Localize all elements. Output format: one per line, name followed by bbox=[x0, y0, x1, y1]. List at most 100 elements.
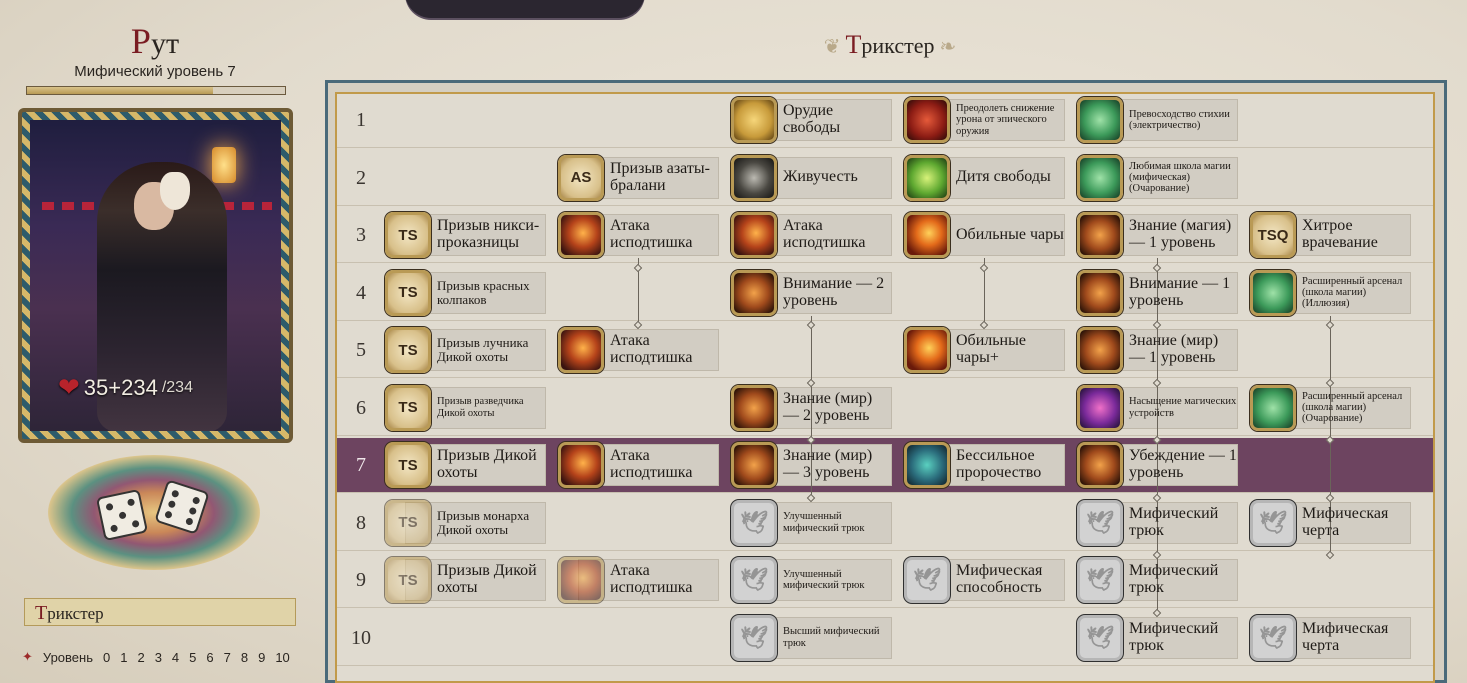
ability-cell[interactable]: 🕊Улучшенный мифический трюк bbox=[731, 499, 892, 546]
ability-cell[interactable]: Атака исподтишка bbox=[558, 327, 719, 373]
row-level-number: 1 bbox=[356, 109, 366, 131]
ability-label: Улучшенный мифический трюк bbox=[783, 568, 865, 591]
ability-cell[interactable]: Насыщение магических устройств bbox=[1077, 384, 1238, 431]
ornament-right-icon: ❧ bbox=[934, 36, 957, 58]
ability-label: Мифическая черта bbox=[1302, 504, 1389, 539]
summon-icon: TS bbox=[385, 269, 431, 316]
mythic-dove-icon: 🕊 bbox=[731, 499, 777, 546]
ability-label: Мифический трюк bbox=[1129, 504, 1219, 539]
ability-label: Атака исподтишка bbox=[610, 217, 693, 251]
mythic-dove-icon: 🕊 bbox=[904, 557, 950, 603]
ability-cell[interactable]: 🕊Улучшенный мифический трюк bbox=[731, 557, 892, 603]
ability-cell[interactable]: Обильные чары+ bbox=[904, 327, 1065, 373]
ability-cell[interactable]: Убеждение — 1 уровень bbox=[1077, 442, 1238, 488]
row-level-number: 3 bbox=[356, 224, 366, 246]
axe-icon bbox=[904, 97, 950, 143]
row-level-number: 10 bbox=[351, 626, 371, 649]
ability-cell[interactable]: Внимание — 1 уровень bbox=[1077, 269, 1238, 316]
ability-cell[interactable]: Атака исподтишка bbox=[558, 557, 719, 603]
skill-icon bbox=[1077, 327, 1123, 373]
ability-cell[interactable]: Преодолеть снижение урона от эпического … bbox=[904, 97, 1065, 143]
ability-label: Дитя свободы bbox=[956, 168, 1051, 186]
row-level-number: 5 bbox=[356, 339, 366, 361]
magic-school-icon bbox=[1077, 154, 1123, 201]
skill-icon bbox=[1077, 269, 1123, 316]
skill-icon bbox=[731, 384, 777, 431]
ability-cell[interactable]: Бессильное пророчество bbox=[904, 442, 1065, 488]
ability-label: Знание (мир) — 1 уровень bbox=[1129, 332, 1219, 366]
ability-cell[interactable]: Знание (мир) — 3 уровень bbox=[731, 442, 892, 488]
row-level-number: 4 bbox=[356, 281, 366, 304]
ability-label: Призыв Дикой охоты bbox=[437, 562, 537, 596]
ability-cell[interactable]: Знание (мир) — 2 уровень bbox=[731, 384, 892, 431]
row-level-number: 8 bbox=[356, 511, 366, 534]
level-number: 9 bbox=[258, 649, 266, 665]
level-row-2: 2 bbox=[337, 151, 1433, 206]
ability-cell[interactable]: Превосходство стихии (электричество) bbox=[1077, 97, 1238, 143]
ability-cell[interactable]: Живучесть bbox=[731, 154, 892, 201]
ability-label: Насыщение магических устройств bbox=[1129, 396, 1237, 419]
ability-cell[interactable]: 🕊Высший мифический трюк bbox=[731, 614, 892, 661]
summon-icon: TS bbox=[385, 212, 431, 258]
ability-cell[interactable]: 🕊Мифическая черта bbox=[1250, 614, 1411, 661]
ability-cell[interactable]: Расширенный арсенал (школа магии) (Очаро… bbox=[1250, 384, 1411, 431]
level-row-6: 6 bbox=[337, 381, 1433, 436]
ability-label: Призыв никси-проказницы bbox=[437, 217, 540, 251]
ability-cell[interactable]: Атака исподтишка bbox=[558, 442, 719, 488]
ability-label: Знание (мир) — 3 уровень bbox=[783, 447, 873, 481]
character-portrait[interactable]: ❤ 35+234/234 bbox=[18, 108, 293, 443]
ability-cell[interactable]: Знание (магия) — 1 уровень bbox=[1077, 212, 1238, 258]
ability-cell[interactable]: Знание (мир) — 1 уровень bbox=[1077, 327, 1238, 373]
ability-label: Внимание — 2 уровень bbox=[783, 274, 885, 309]
ability-cell[interactable]: Атака исподтишка bbox=[731, 212, 892, 258]
path-heading: ❦ Трикстер ❧ bbox=[770, 30, 1010, 60]
ability-label: Мифическая черта bbox=[1302, 619, 1389, 654]
ability-label: Призыв Дикой охоты bbox=[437, 447, 537, 481]
ability-label: Призыв азаты-бралани bbox=[610, 159, 710, 194]
ability-label: Превосходство стихии (электричество) bbox=[1129, 108, 1230, 131]
die-icon bbox=[95, 488, 149, 542]
ability-cell[interactable]: 🕊Мифическая способность bbox=[904, 557, 1065, 603]
ability-label: Живучесть bbox=[783, 168, 858, 186]
ability-cell[interactable]: 🕊Мифический трюк bbox=[1077, 499, 1238, 546]
ability-label: Любимая школа магии (мифическая) (Очаров… bbox=[1129, 160, 1231, 194]
row-level-number: 2 bbox=[356, 166, 366, 189]
ability-label: Убеждение — 1 уровень bbox=[1129, 447, 1237, 481]
ability-cell[interactable]: Атака исподтишка bbox=[558, 212, 719, 258]
ability-label: Атака исподтишка bbox=[783, 217, 866, 251]
ability-cell[interactable]: Дитя свободы bbox=[904, 154, 1065, 201]
ability-label: Атака исподтишка bbox=[610, 447, 693, 481]
ability-cell[interactable]: Внимание — 2 уровень bbox=[731, 269, 892, 316]
skill-icon bbox=[1077, 442, 1123, 488]
ability-cell[interactable]: Обильные чары bbox=[904, 212, 1065, 258]
ability-cell[interactable]: Орудие свободы bbox=[731, 97, 892, 143]
summon-icon: TS bbox=[385, 499, 431, 546]
ability-cell[interactable]: 🕊Мифическая черта bbox=[1250, 499, 1411, 546]
ability-cell[interactable]: Расширенный арсенал (школа магии) (Иллюз… bbox=[1250, 269, 1411, 316]
level-row-9: 9 bbox=[337, 553, 1433, 608]
class-selector-trickster[interactable]: Трикстер bbox=[24, 598, 296, 626]
level-number: 0 bbox=[102, 649, 111, 665]
summon-icon: TSQ bbox=[1250, 212, 1296, 258]
magic-school-icon bbox=[1250, 384, 1296, 431]
ability-cell[interactable]: Любимая школа магии (мифическая) (Очаров… bbox=[1077, 154, 1238, 201]
mythic-xp-fill bbox=[27, 87, 213, 94]
mythic-xp-bar bbox=[26, 86, 286, 95]
name-initial: Р bbox=[130, 21, 151, 61]
freedom-icon bbox=[904, 154, 950, 201]
ability-cell[interactable]: 🕊Мифический трюк bbox=[1077, 557, 1238, 603]
ability-label: Расширенный арсенал (школа магии) (Очаро… bbox=[1302, 390, 1403, 424]
ability-label: Знание (магия) — 1 уровень bbox=[1129, 217, 1232, 251]
ability-label: Призыв монарха Дикой охоты bbox=[437, 507, 530, 537]
ability-cell[interactable]: 🕊Мифический трюк bbox=[1077, 614, 1238, 661]
